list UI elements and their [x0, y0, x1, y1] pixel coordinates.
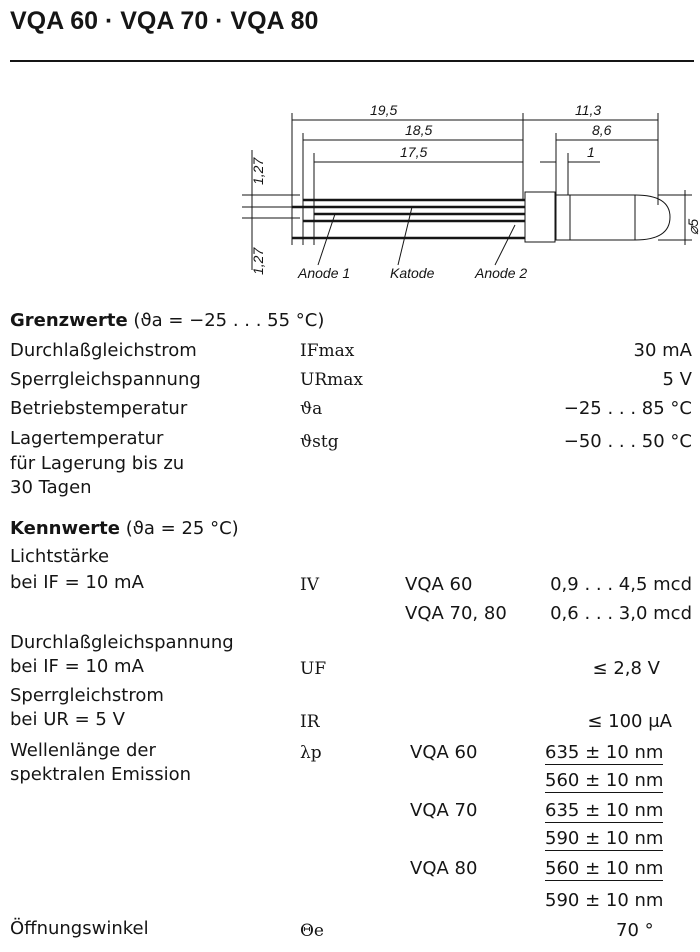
symbol-label: ϑa — [300, 399, 323, 419]
param-label: Öffnungswinkel — [10, 918, 149, 939]
dim-8-6: 8,6 — [592, 122, 612, 138]
dim-diameter-5: ⌀5 — [685, 219, 700, 235]
type-label: VQA 80 — [410, 858, 478, 879]
type-label: VQA 60 — [410, 742, 478, 763]
param-label: Sperrgleichspannung — [10, 369, 201, 390]
dim-18-5: 18,5 — [405, 122, 432, 138]
value-label: 5 V — [662, 369, 693, 390]
param-label: für Lagerung bis zu — [10, 453, 185, 474]
grenzwerte-heading: Grenzwerte (ϑa = −25 . . . 55 °C) — [10, 310, 324, 332]
value-label: −50 . . . 50 °C — [563, 431, 692, 452]
grenzwerte-title: Grenzwerte — [10, 310, 128, 331]
symbol-label: UF — [300, 659, 327, 679]
param-label: Lichtstärke — [10, 546, 110, 567]
page-title: VQA 60 · VQA 70 · VQA 80 — [10, 7, 319, 35]
symbol-label: Θe — [300, 921, 324, 941]
param-label: Durchlaßgleichstrom — [10, 340, 197, 361]
param-label: Durchlaßgleichspannung — [10, 632, 234, 653]
wavelength-value: 635 ± 10 nm — [545, 800, 664, 823]
wavelength-value: 590 ± 10 nm — [545, 890, 664, 911]
symbol-label: IFmax — [300, 341, 355, 361]
dim-1-27-bottom: 1,27 — [250, 247, 266, 275]
dim-1: 1 — [587, 144, 595, 160]
wavelength-value: 560 ± 10 nm — [545, 858, 664, 881]
value-label: 0,9 . . . 4,5 mcd — [550, 574, 692, 595]
wavelength-value: 560 ± 10 nm — [545, 770, 664, 793]
value-label: ≤ 100 μA — [587, 711, 672, 732]
type-label: VQA 70, 80 — [405, 603, 507, 624]
symbol-label: ϑstg — [300, 432, 339, 452]
dim-17-5: 17,5 — [400, 144, 427, 160]
label-anode-2: Anode 2 — [474, 265, 527, 281]
value-label: −25 . . . 85 °C — [563, 398, 692, 419]
dim-11-3: 11,3 — [575, 102, 601, 118]
symbol-label: URmax — [300, 370, 363, 390]
type-label: VQA 60 — [405, 574, 473, 595]
param-label: bei IF = 10 mA — [10, 656, 144, 677]
title-rule — [10, 60, 694, 62]
param-label: Betriebstemperatur — [10, 398, 188, 419]
dimension-drawing: 19,5 11,3 18,5 8,6 17,5 1 1,27 1,27 ⌀5 A… — [242, 102, 700, 281]
param-label: Lagertemperatur — [10, 428, 164, 449]
type-label: VQA 70 — [410, 800, 478, 821]
param-label: Wellenlänge der — [10, 740, 156, 761]
grenzwerte-condition: (ϑa = −25 . . . 55 °C) — [133, 310, 325, 331]
param-label: bei IF = 10 mA — [10, 572, 144, 593]
kennwerte-heading: Kennwerte (ϑa = 25 °C) — [10, 518, 239, 540]
dim-1-27-top: 1,27 — [250, 157, 266, 185]
symbol-label: λp — [300, 743, 322, 763]
wavelength-value: 635 ± 10 nm — [545, 742, 664, 765]
param-label: 30 Tagen — [10, 477, 92, 498]
kennwerte-condition: (ϑa = 25 °C) — [125, 518, 239, 539]
symbol-label: IR — [300, 712, 320, 732]
value-label: 70 ° — [616, 920, 654, 941]
value-label: 0,6 . . . 3,0 mcd — [550, 603, 692, 624]
symbol-label: IV — [300, 575, 319, 595]
label-anode-1: Anode 1 — [297, 265, 350, 281]
param-label: Sperrgleichstrom — [10, 685, 164, 706]
kennwerte-title: Kennwerte — [10, 518, 120, 539]
wavelength-value: 590 ± 10 nm — [545, 828, 664, 851]
param-label: spektralen Emission — [10, 764, 192, 785]
dim-19-5: 19,5 — [370, 102, 397, 118]
value-label: ≤ 2,8 V — [592, 658, 660, 679]
value-label: 30 mA — [633, 340, 692, 361]
label-katode: Katode — [390, 265, 435, 281]
param-label: bei UR = 5 V — [10, 709, 125, 730]
